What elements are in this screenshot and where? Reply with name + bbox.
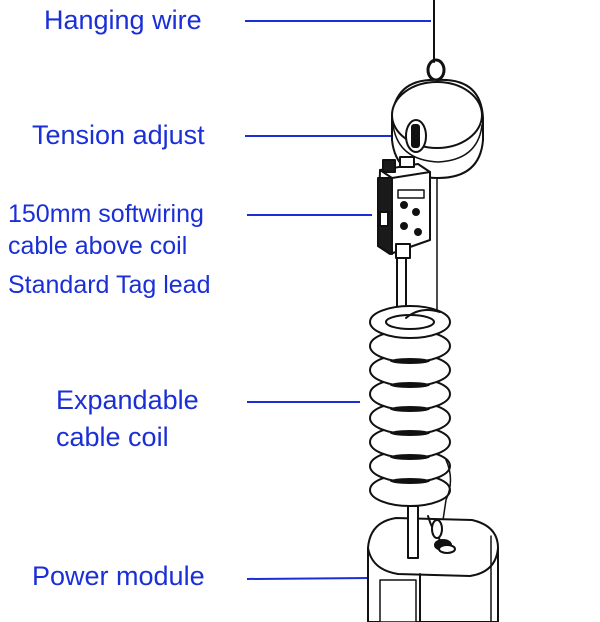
cable-coil-label-line1: Expandable [56,385,199,415]
hanging-wire-label: Hanging wire [44,5,202,35]
cable-coil-label-line2: cable coil [56,422,169,452]
leader-lines [245,20,431,580]
power-module [367,505,499,622]
tension-adjust-body [391,78,484,179]
softwiring-label-line1: 150mm softwiring [8,200,204,228]
tag-lead-label: Standard Tag lead [8,271,211,299]
softwiring-connector [377,156,431,259]
expandable-cable-coil [369,305,451,507]
power-module-label: Power module [32,561,205,591]
softwiring-label-line2: cable above coil [8,232,188,260]
hanging-ring [426,58,446,82]
tension-adjust-label: Tension adjust [32,120,205,150]
power-module-leader [246,577,371,580]
